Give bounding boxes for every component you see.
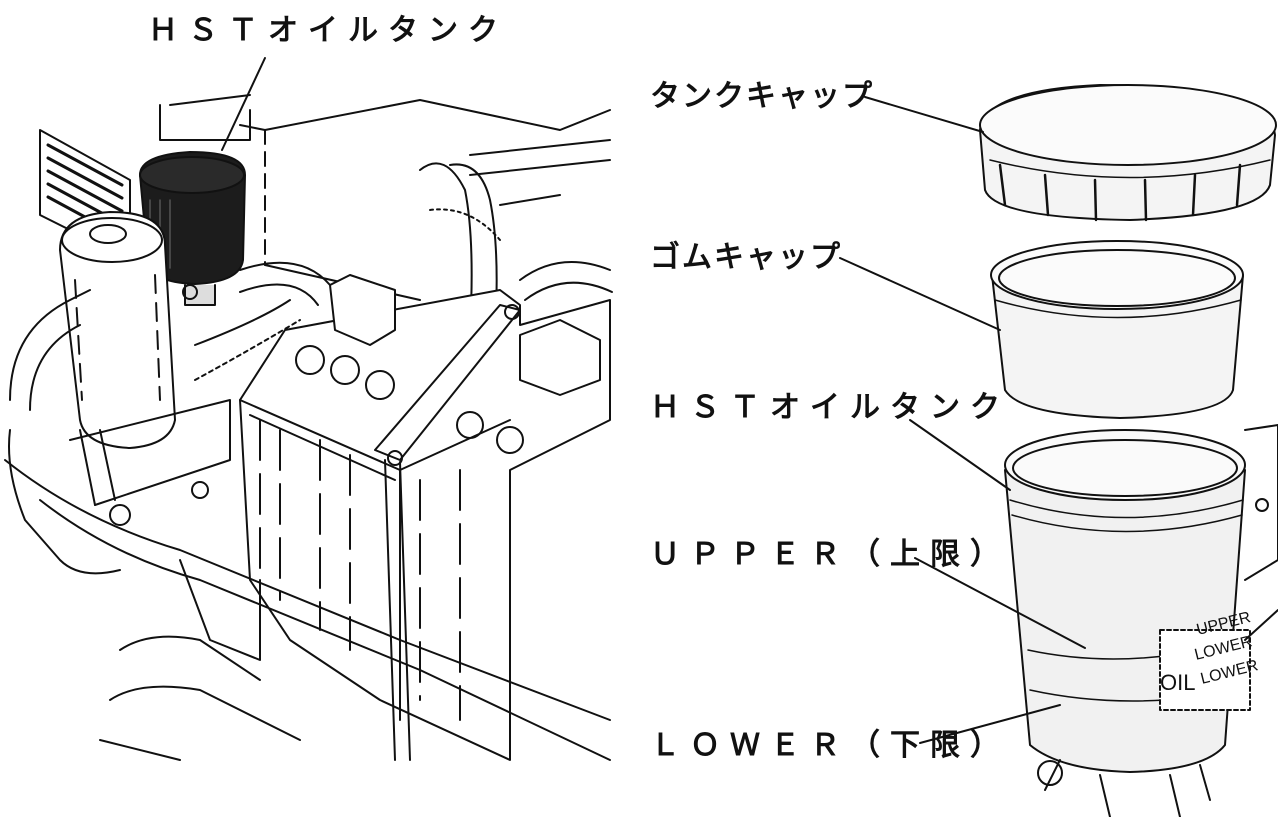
filter-cylinder: [59, 211, 176, 449]
left-tank-leader: [221, 57, 266, 151]
label-lower-limit: ＬＯＷＥＲ（下限）: [650, 728, 1010, 763]
label-hst-oil-tank-left: ＨＳＴオイルタンク: [148, 13, 508, 48]
lower-leader: [919, 704, 1061, 744]
right-tank-leader: [909, 419, 1011, 491]
sticker-oil: OIL: [1160, 670, 1195, 695]
label-upper-limit: ＵＰＰＥＲ（上限）: [650, 537, 1010, 572]
upper-leader: [914, 557, 1086, 649]
label-hst-oil-tank-right: ＨＳＴオイルタンク: [650, 390, 1010, 425]
frame: [4, 289, 611, 761]
label-tank-cap: タンクキャップ: [650, 79, 874, 114]
label-rubber-cap: ゴムキャップ: [650, 240, 842, 275]
right-oil-tank: [1004, 424, 1278, 817]
tank-cap-leader: [864, 96, 984, 133]
rubber-cap: [990, 240, 1244, 419]
rubber-cap-leader: [839, 257, 1001, 331]
tank-cap: [979, 84, 1277, 222]
rear-panel: [239, 99, 611, 301]
battery: [239, 274, 611, 761]
